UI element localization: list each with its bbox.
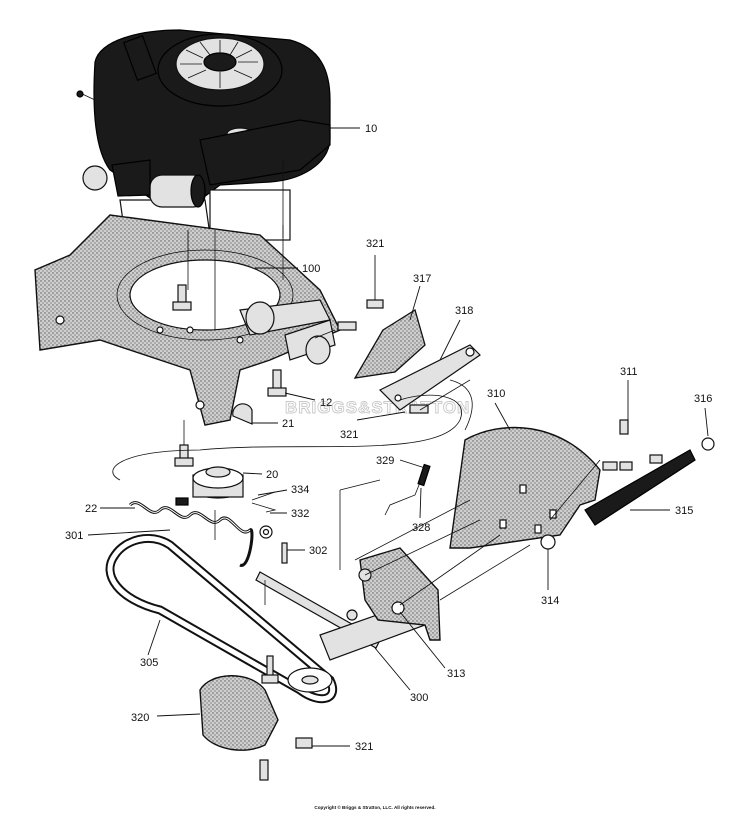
spring [128, 497, 254, 567]
pulley [192, 466, 244, 499]
gear-housing [199, 655, 313, 781]
label-300: 300 [410, 692, 428, 704]
watermark: BRIGGS&STRATTON [285, 398, 470, 417]
label-328: 328 [412, 522, 430, 534]
label-321-mid: 321 [340, 429, 358, 441]
deflector-rod [540, 419, 715, 550]
control-rod [384, 463, 431, 516]
label-321-top: 321 [366, 238, 384, 250]
plate-317 [353, 308, 426, 379]
label-311: 311 [620, 366, 638, 378]
label-313: 313 [447, 668, 465, 680]
label-317: 317 [413, 273, 431, 285]
label-22: 22 [85, 503, 97, 515]
part-21 [232, 403, 253, 425]
assembly-guides [214, 160, 601, 606]
label-100: 100 [302, 263, 320, 275]
deck [34, 214, 341, 426]
callout-labels: 10 100 321 317 318 12 21 321 310 311 316… [65, 123, 712, 753]
label-305: 305 [140, 657, 158, 669]
label-318: 318 [455, 305, 473, 317]
cable-loop [112, 379, 473, 481]
belt [105, 533, 338, 704]
rear-shield [449, 426, 601, 549]
label-302: 302 [309, 545, 327, 557]
engine [76, 29, 331, 241]
label-315: 315 [675, 505, 693, 517]
copyright-text: Copyright © Briggs & Stratton, LLC. All … [314, 804, 435, 810]
label-332: 332 [291, 508, 309, 520]
label-320: 320 [131, 712, 149, 724]
small-hardware [251, 491, 288, 564]
label-316: 316 [694, 393, 712, 405]
label-334: 334 [291, 484, 309, 496]
label-12: 12 [320, 397, 332, 409]
label-301: 301 [65, 530, 83, 542]
label-314: 314 [541, 595, 559, 607]
deck-bolts [172, 225, 429, 467]
label-20: 20 [266, 469, 278, 481]
label-321-bottom: 321 [355, 741, 373, 753]
label-310: 310 [487, 388, 505, 400]
label-329: 329 [376, 455, 394, 467]
label-10: 10 [365, 123, 377, 135]
leader-lines [87, 127, 709, 747]
label-21: 21 [282, 418, 294, 430]
